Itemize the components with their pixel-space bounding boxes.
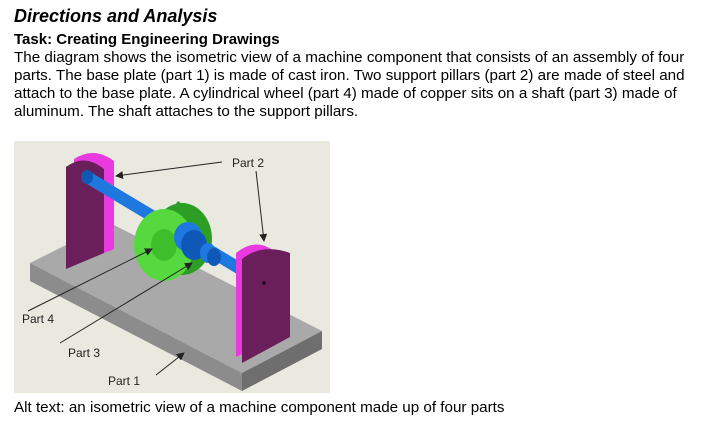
isometric-drawing: Part 2 Part 4 Part 3 Part 1 — [22, 152, 322, 391]
label-part-3: Part 3 — [68, 346, 100, 360]
label-part-2: Part 2 — [232, 156, 264, 170]
alt-text-caption: Alt text: an isometric view of a machine… — [14, 399, 505, 416]
right-support-pillar — [236, 244, 290, 363]
part-1-leader — [155, 352, 185, 376]
part-3-leader — [59, 262, 193, 344]
label-part-1: Part 1 — [108, 374, 140, 388]
part-2-leader-right — [255, 170, 268, 242]
leader-lines — [27, 161, 268, 376]
part-2-leader-left — [115, 161, 223, 180]
machine-component-diagram: Part 2 Part 4 Part 3 Part 1 — [14, 141, 330, 393]
task-description: The diagram shows the isometric view of … — [14, 49, 685, 120]
page-heading: Directions and Analysis — [14, 6, 218, 26]
task-title: Task: Creating Engineering Drawings — [14, 31, 280, 48]
part-4-leader — [27, 248, 153, 312]
label-part-4: Part 4 — [22, 312, 54, 326]
wheel-part-4 — [134, 201, 221, 281]
left-support-pillar — [66, 152, 114, 269]
